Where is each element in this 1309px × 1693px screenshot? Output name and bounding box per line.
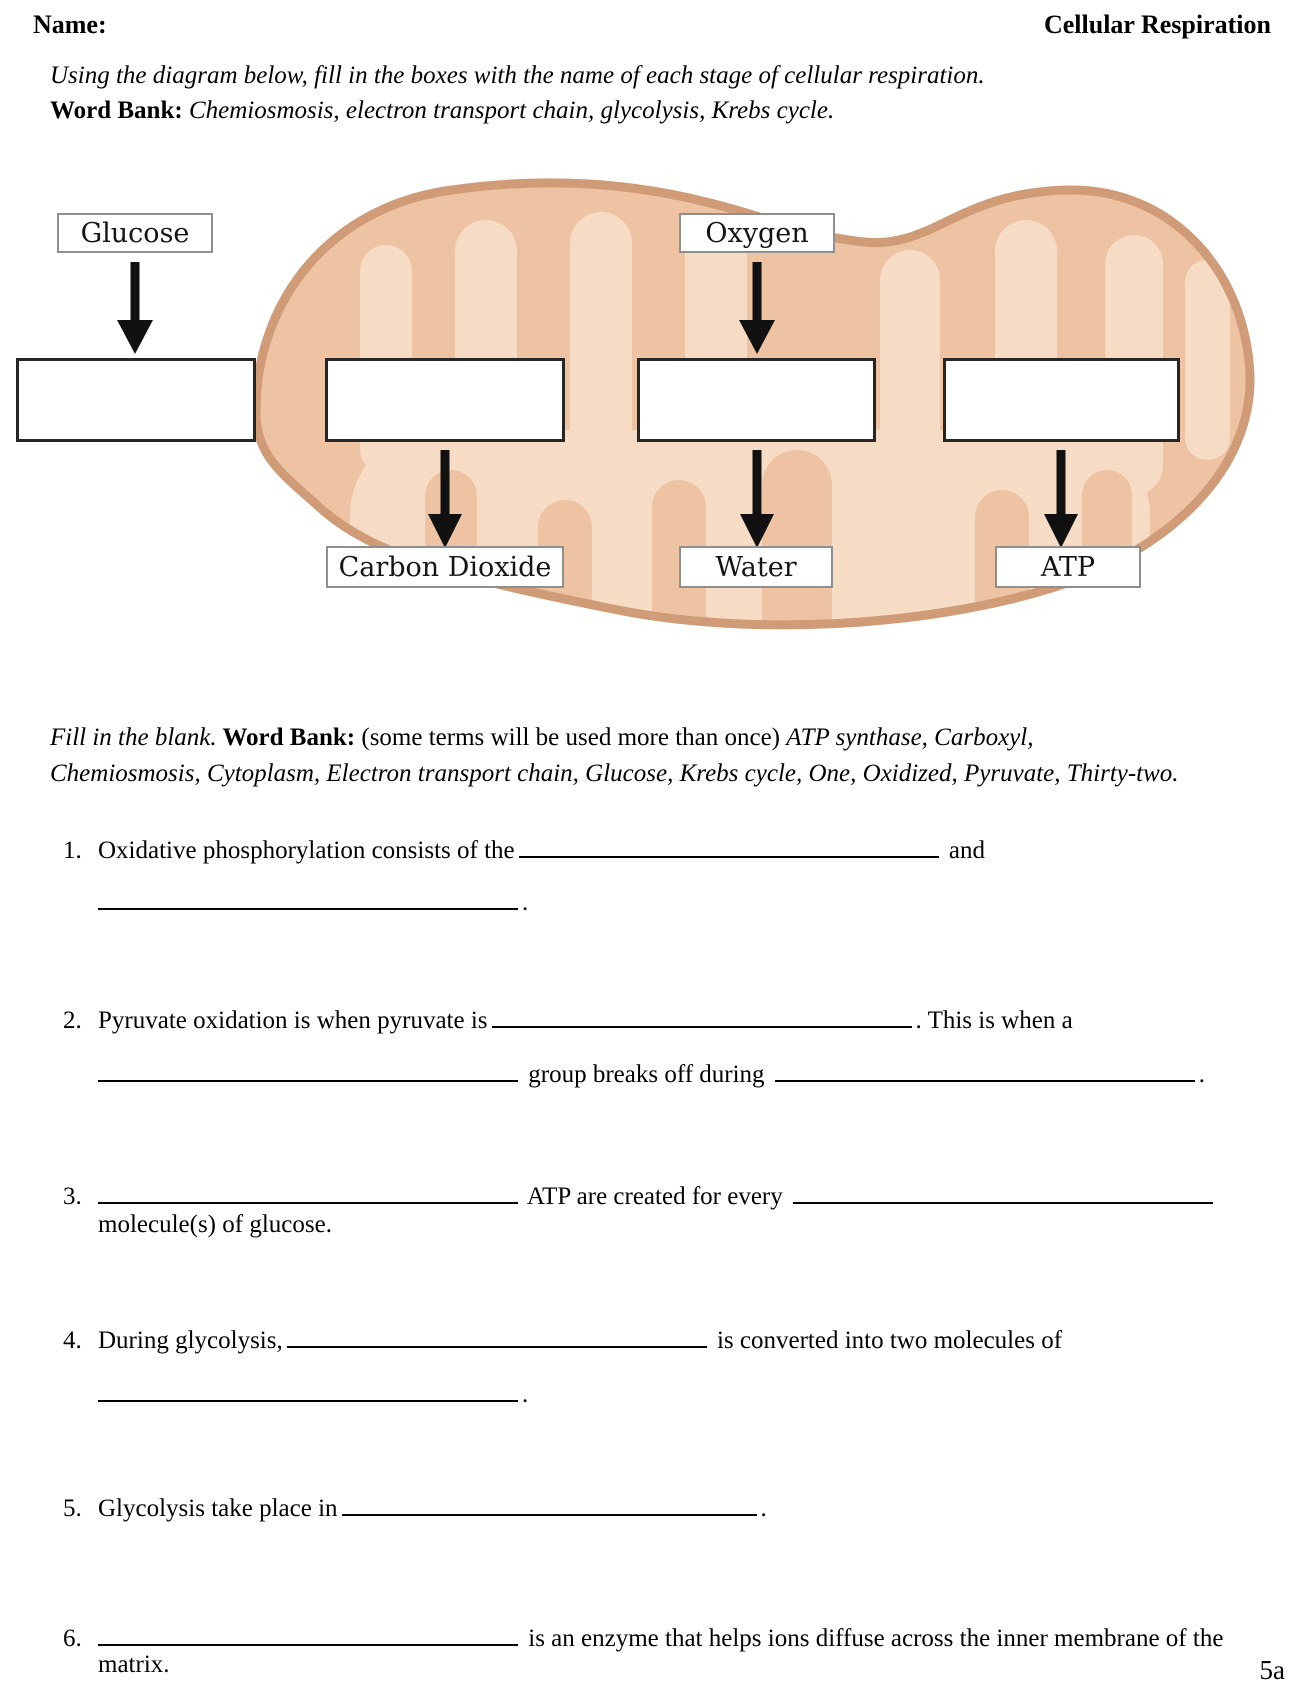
diagram-word-bank: Word Bank: Chemiosmosis, electron transp… <box>50 97 834 125</box>
question-3-blank-2 <box>793 1178 1213 1204</box>
cellular-respiration-diagram: Glucose Oxygen Carbon Dioxide Water ATP <box>0 150 1309 810</box>
stage-blank-electron-transport-chain <box>637 358 876 442</box>
glucose-label: Glucose <box>57 213 213 253</box>
question-3-number: 3. <box>63 1183 82 1210</box>
question-4-number: 4. <box>63 1327 82 1354</box>
question-5-text: Glycolysis take place in <box>98 1495 338 1522</box>
question-2-blank-2 <box>98 1056 518 1082</box>
question-2-line-1: 2. Pyruvate oxidation is when pyruvate is… <box>63 1002 1073 1036</box>
question-6-line-1: 6. is an enzyme that helps ions diffuse … <box>63 1620 1223 1654</box>
outer-membrane-outline <box>251 178 1255 630</box>
arrow-co2-head <box>428 514 462 548</box>
stage-blank-chemiosmosis <box>943 358 1180 442</box>
question-6-blank-1 <box>98 1620 518 1646</box>
arrow-glucose-down <box>130 262 140 324</box>
question-2-period: . <box>1198 1061 1206 1088</box>
question-4-period: . <box>522 1381 529 1408</box>
question-4-text: During glycolysis, <box>98 1327 283 1354</box>
question-2-blank-1 <box>491 1002 912 1028</box>
word-bank-label: Word Bank: <box>50 97 183 124</box>
question-5-blank-1 <box>341 1490 757 1516</box>
question-5-number: 5. <box>63 1495 82 1522</box>
question-2-text: Pyruvate oxidation is when pyruvate is <box>98 1007 488 1034</box>
page-title: Cellular Respiration <box>1043 10 1271 39</box>
question-1-text-after: and <box>942 837 985 864</box>
fib-note: (some terms will be used more than once) <box>355 724 787 751</box>
question-4-blank-1 <box>286 1322 707 1348</box>
question-2-number: 2. <box>63 1007 82 1034</box>
question-1-blank-1 <box>518 832 939 858</box>
question-6-text-mid: is an enzyme that helps ions diffuse acr… <box>522 1625 1224 1652</box>
oxygen-label: Oxygen <box>679 213 835 253</box>
arrow-oxygen-head <box>739 320 775 354</box>
fib-word-bank-label: Word Bank: <box>216 724 356 751</box>
fib-terms-1: ATP synthase, Carboxyl, <box>786 724 1034 751</box>
arrow-atp-head <box>1044 514 1078 548</box>
water-label: Water <box>679 546 833 588</box>
question-3-line-2: molecule(s) of glucose. <box>98 1211 332 1238</box>
arrow-oxygen-down <box>752 262 762 324</box>
arrow-glucose-head <box>117 320 153 354</box>
question-1-period: . <box>522 889 529 916</box>
fib-intro: Fill in the blank. <box>50 724 217 751</box>
question-4-line-1: 4. During glycolysis, is converted into t… <box>63 1322 1062 1356</box>
question-2-text-after: . This is when a <box>915 1007 1073 1034</box>
arrow-atp-down <box>1056 450 1066 516</box>
word-bank-terms: Chemiosmosis, electron transport chain, … <box>182 97 835 124</box>
question-1-number: 1. <box>63 837 82 864</box>
question-1-line-2: . <box>98 884 528 918</box>
flow-arrows <box>117 262 1078 548</box>
question-5-period: . <box>760 1495 767 1522</box>
question-5-line-1: 5. Glycolysis take place in. <box>63 1490 767 1524</box>
question-2-line-2: group breaks off during . <box>98 1056 1205 1090</box>
question-2-text-mid: group breaks off during <box>522 1061 771 1088</box>
arrow-water-head <box>740 514 774 548</box>
arrow-water-down <box>752 450 762 516</box>
page-number: 5a <box>1259 1655 1285 1685</box>
question-3-blank-1 <box>98 1178 518 1204</box>
name-label: Name: <box>33 10 107 39</box>
question-4-line-2: . <box>98 1376 528 1410</box>
atp-label: ATP <box>995 546 1141 588</box>
question-4-blank-2 <box>98 1376 518 1402</box>
question-3-text-mid: ATP are created for every <box>522 1183 789 1210</box>
question-1-text: Oxidative phosphorylation consists of th… <box>98 837 515 864</box>
stage-blank-glycolysis <box>16 358 256 442</box>
instructions-line: Using the diagram below, fill in the box… <box>50 62 985 89</box>
carbon-dioxide-label: Carbon Dioxide <box>326 546 564 588</box>
question-2-blank-3 <box>774 1056 1195 1082</box>
question-3-line-1: 3. ATP are created for every <box>63 1178 1217 1212</box>
fib-word-bank-line2: Chemiosmosis, Cytoplasm, Electron transp… <box>50 760 1179 787</box>
fib-word-bank-line1: Fill in the blank. Word Bank: (some term… <box>50 724 1033 752</box>
question-6-number: 6. <box>63 1625 82 1652</box>
arrow-co2-down <box>440 450 450 516</box>
question-6-line-2: matrix. <box>98 1651 170 1678</box>
question-1-line-1: 1. Oxidative phosphorylation consists of … <box>63 832 985 866</box>
stage-blank-krebs-cycle <box>325 358 565 442</box>
question-1-blank-2 <box>98 884 518 910</box>
question-4-text-after: is converted into two molecules of <box>710 1327 1063 1354</box>
